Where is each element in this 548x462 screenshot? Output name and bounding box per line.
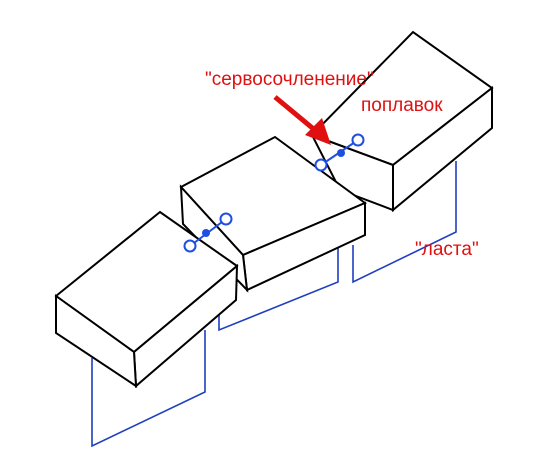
label-servo-joint: "сервосочленение" bbox=[205, 69, 374, 90]
fin-bracket-3 bbox=[352, 161, 457, 284]
label-float: поплавок bbox=[361, 95, 443, 116]
fin-bracket-1 bbox=[91, 330, 206, 448]
float-3 bbox=[309, 30, 494, 213]
servo-joint-1 bbox=[183, 212, 233, 253]
fin-bracket-2 bbox=[218, 245, 339, 332]
pointer-arrow bbox=[273, 95, 331, 145]
label-fin: "ласта" bbox=[415, 239, 479, 260]
servo-joint-2 bbox=[314, 133, 365, 172]
